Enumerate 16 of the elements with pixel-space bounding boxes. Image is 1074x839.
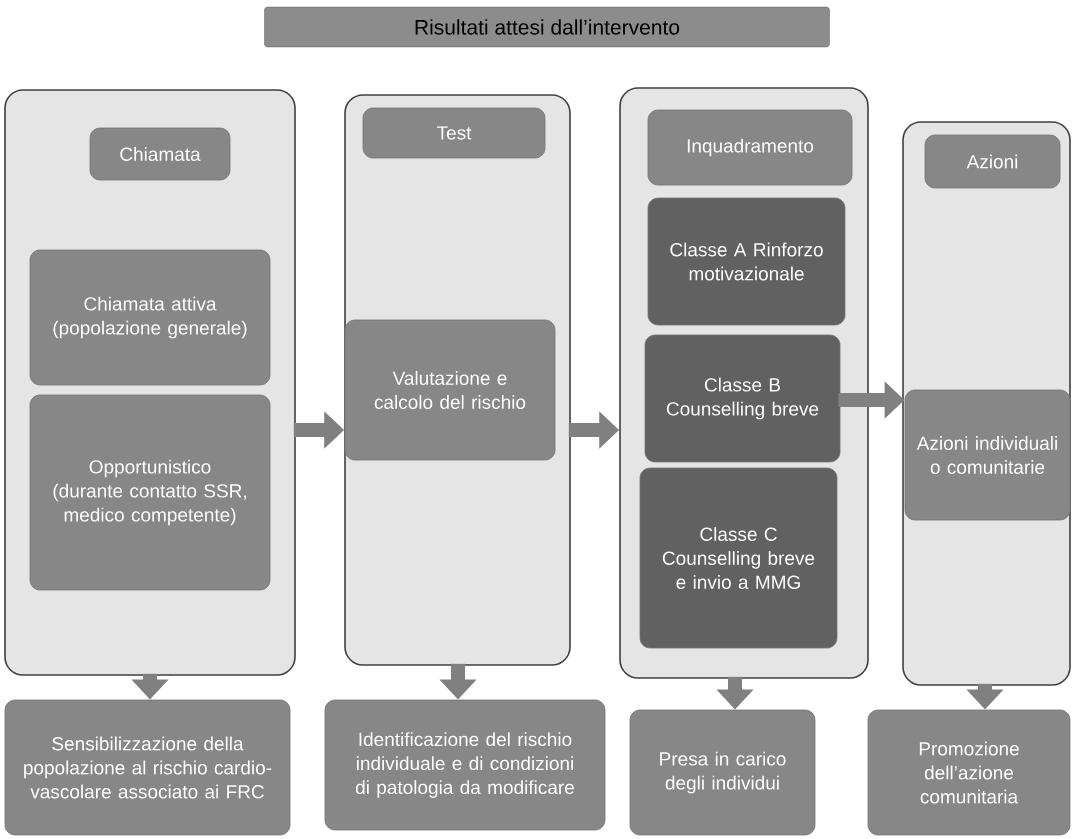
process-box: Inquadramento [647, 109, 853, 186]
process-box: Classe C Counselling breve e invio a MMG [639, 467, 838, 649]
process-box: Classe A Rinforzo motivazionale [647, 197, 846, 326]
process-box: Chiamata attiva (popolazione generale) [29, 249, 271, 386]
process-box: Opportunistico (durante contatto SSR, medico competente) [29, 394, 271, 591]
process-box: Promozione dell’azione comunitaria [867, 709, 1071, 836]
process-box: Azioni [924, 134, 1061, 189]
process-box: Test [362, 107, 546, 159]
process-box: Presa in carico degli individui [629, 709, 816, 836]
process-box: Chiamata [89, 127, 231, 181]
title-band: Risultati attesi dall’intervento [264, 6, 830, 48]
process-box: Valutazione e calcolo del rischio [344, 319, 556, 461]
process-box: Azioni individuali o comunitarie [904, 389, 1071, 521]
process-box: Classe B Counselling breve [644, 334, 841, 463]
process-box: Identificazione del rischio individuale e di condizioni di patologia da modificare [324, 699, 606, 831]
process-box: Sensibilizzazione della popolazione al rischio cardio-vascolare associato ai FRC [4, 699, 291, 836]
